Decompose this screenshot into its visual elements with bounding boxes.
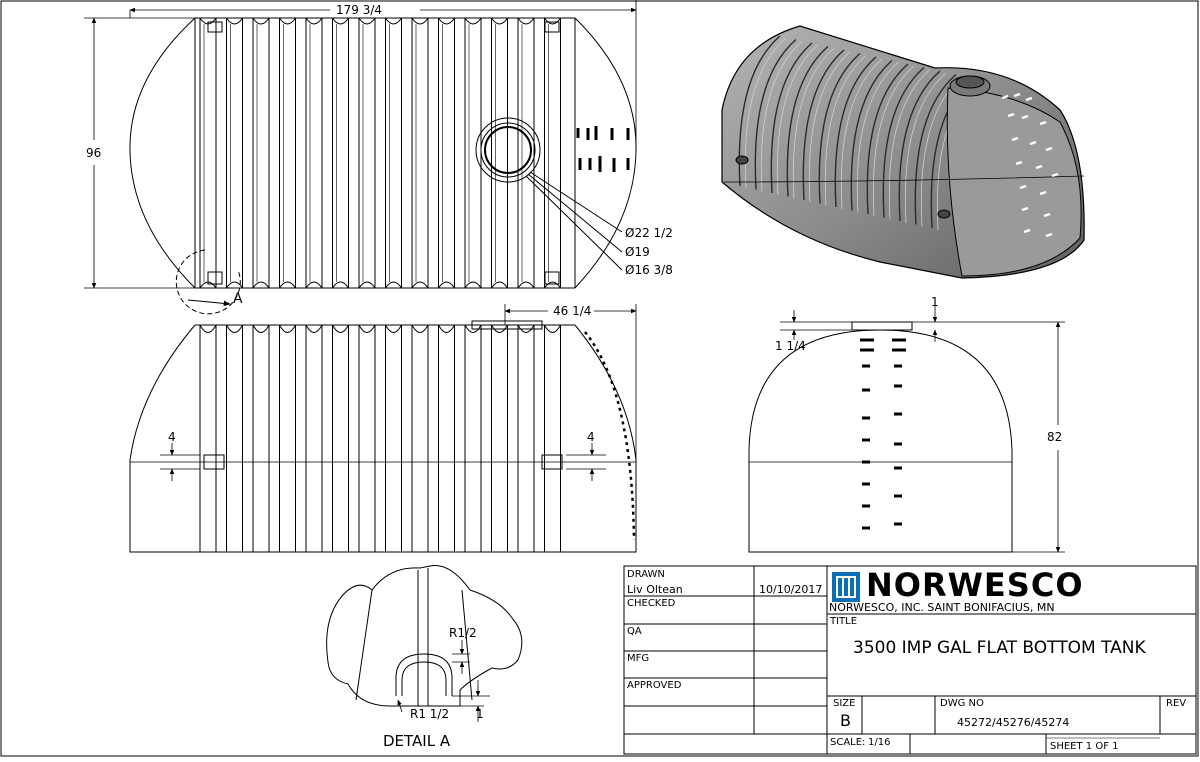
top-rib [438, 17, 455, 25]
top-rib [279, 17, 296, 25]
iso-rib [802, 49, 845, 201]
end-view [748, 304, 1065, 553]
side-ribs [199, 324, 561, 552]
top-left-end [129, 17, 196, 289]
side-rib [411, 324, 429, 333]
side-rib [517, 324, 535, 333]
end-marks [860, 338, 906, 530]
scale-value: 1/16 [868, 737, 891, 748]
top-rib [385, 17, 402, 25]
checked-label: CHECKED [627, 598, 676, 609]
end-outline [748, 329, 1013, 553]
top-ribs [199, 17, 561, 289]
detail-a-view [326, 565, 523, 722]
drawn-date: 10/10/2017 [759, 583, 823, 596]
manway-outer [475, 117, 541, 183]
top-rib [252, 17, 270, 25]
side-rib [199, 324, 217, 333]
side-rib [464, 324, 482, 333]
sheet-number: SHEET 1 OF 1 [1050, 741, 1119, 752]
iso-marks [1001, 92, 1059, 238]
top-right-end [574, 17, 637, 289]
dim-radius-top: R1/2 [449, 626, 477, 640]
top-view [84, 0, 637, 315]
size-label: SIZE [833, 698, 856, 709]
top-rib [358, 17, 376, 25]
detail-callout-label: A [233, 291, 243, 307]
iso-rib [882, 66, 925, 218]
drawn-label: DRAWN [627, 569, 665, 580]
approved-label: APPROVED [627, 680, 682, 691]
top-rib [305, 17, 323, 25]
side-rib [544, 324, 561, 333]
side-rib [305, 324, 323, 333]
iso-rib [914, 73, 957, 225]
dwg-no-value: 45272/45276/45274 [957, 716, 1070, 729]
detail-a-label: DETAIL A [383, 732, 451, 750]
side-rib [332, 324, 349, 333]
dim-lug-left: 4 [168, 430, 176, 444]
mfg-label: MFG [627, 653, 650, 664]
side-rib [438, 324, 455, 333]
drawing-title: 3500 IMP GAL FLAT BOTTOM TANK [853, 638, 1146, 658]
dim-height-top: 96 [86, 146, 102, 160]
top-rib [226, 17, 243, 25]
side-view [129, 304, 637, 553]
side-rib [385, 324, 402, 333]
dim-manway-rise: 1 [931, 295, 939, 309]
dim-manway-offset: 46 1/4 [553, 304, 592, 318]
top-rib [491, 17, 508, 25]
side-rib [491, 324, 508, 333]
iso-rib [770, 42, 813, 194]
qa-label: QA [627, 626, 642, 637]
dim-lug-right: 4 [587, 430, 595, 444]
top-rib [464, 17, 482, 25]
detail-outline [326, 565, 523, 707]
top-right-marks [576, 126, 630, 172]
side-lug-right [541, 454, 563, 470]
dim-overall-length: 179 3/4 [336, 3, 383, 17]
top-rib [411, 17, 429, 25]
size-value: B [840, 711, 851, 730]
title-block [623, 565, 1197, 755]
dim-dia-outer: Ø22 1/2 [625, 226, 673, 240]
dim-height-end: 82 [1047, 430, 1063, 444]
top-rib [517, 17, 535, 25]
iso-rib [754, 38, 797, 190]
side-rib [252, 324, 270, 333]
side-lug-left [203, 454, 225, 470]
end-manway [851, 321, 913, 331]
iso-rib [818, 52, 861, 204]
dim-manway-lip: 1 1/4 [775, 339, 806, 353]
dim-dia-mid: Ø19 [625, 245, 650, 259]
company-logo-text: NORWESCO [866, 566, 1084, 604]
dim-dia-inner: Ø16 3/8 [625, 263, 673, 277]
side-rib [358, 324, 376, 333]
drawn-by: Liv Oltean [627, 583, 683, 596]
top-rib [332, 17, 349, 25]
side-rib [226, 324, 243, 333]
iso-rib [834, 56, 877, 208]
dim-radius-bottom: R1 1/2 [410, 707, 450, 721]
side-manway [471, 320, 543, 330]
rev-label: REV [1166, 698, 1187, 709]
scale-label: SCALE: [830, 737, 866, 748]
title-label: TITLE [830, 616, 858, 627]
iso-rib [786, 45, 829, 197]
dim-detail-rise: 1 [476, 707, 484, 721]
iso-rib [850, 59, 893, 211]
iso-rib [898, 70, 941, 222]
top-rib [544, 17, 561, 25]
company-line: NORWESCO, INC. SAINT BONIFACIUS, MN [829, 601, 1055, 614]
iso-rib [866, 63, 909, 215]
detail-arch [395, 653, 453, 696]
side-rib [279, 324, 296, 333]
isometric-view [721, 25, 1085, 279]
dwg-no-label: DWG NO [940, 698, 984, 709]
